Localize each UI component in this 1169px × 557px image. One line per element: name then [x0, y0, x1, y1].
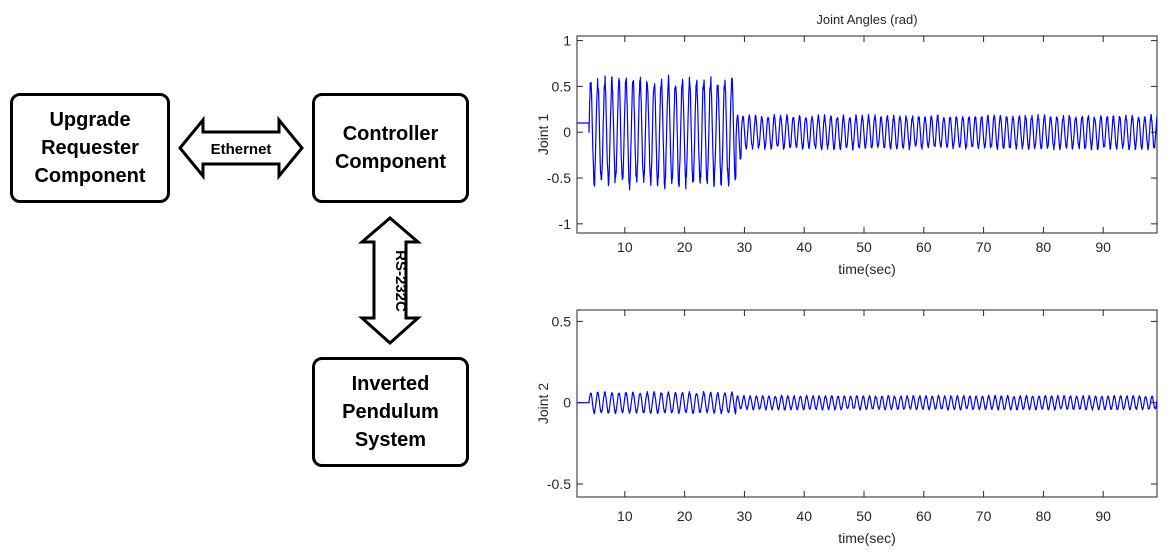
joint1-xtick-label: 40	[796, 239, 812, 255]
joint1-xtick-label: 50	[856, 239, 872, 255]
joint1-ytick-label: 0	[563, 124, 571, 140]
controller-label: Controller Component	[334, 123, 447, 173]
joint1-xtick-label: 20	[677, 239, 693, 255]
joint2-xtick-label: 20	[677, 508, 693, 524]
upgrade-requester-label: Upgrade Requester Component	[34, 109, 146, 187]
joint1-ytick-label: -1	[559, 216, 572, 232]
joint1-chart: 10 20 30 40 50 60 70 80 90 1 0.5 0 -0.5 -1 time(sec) Jo…	[535, 12, 1158, 277]
upgrade-requester-node: Upgrade Requester Component	[10, 93, 170, 203]
joint2-xtick-label: 40	[796, 508, 812, 524]
joint1-xtick-label: 80	[1036, 239, 1052, 255]
joint2-xtick-label: 90	[1095, 508, 1111, 524]
joint2-xtick-label: 50	[856, 508, 872, 524]
joint1-series-line	[576, 74, 1158, 191]
joint2-xtick-label: 10	[617, 508, 633, 524]
pendulum-label: Inverted Pendulum System	[342, 373, 439, 451]
rs232c-double-arrow	[357, 216, 423, 346]
joint1-xtick-label: 60	[916, 239, 932, 255]
joint2-chart: 10 20 30 40 50 60 70 80 90 0.5 0 -0.5 time(sec) Joint…	[535, 309, 1158, 546]
joint2-xtick-label: 70	[976, 508, 992, 524]
joint2-xtick-label: 30	[737, 508, 753, 524]
joint1-xtick-label: 90	[1095, 239, 1111, 255]
pendulum-node: Inverted Pendulum System	[312, 357, 469, 467]
joint1-ylabel: Joint 1	[535, 114, 551, 155]
joint2-series-line	[576, 391, 1158, 415]
joint1-xtick-label: 10	[617, 239, 633, 255]
joint2-ytick-label: -0.5	[547, 476, 571, 492]
joint2-xtick-label: 60	[916, 508, 932, 524]
controller-node: Controller Component	[312, 93, 469, 203]
chart-title: Joint Angles (rad)	[816, 12, 917, 27]
rs232c-label: RS-232C	[392, 250, 409, 312]
joint1-xlabel: time(sec)	[838, 261, 896, 277]
joint2-ylabel: Joint 2	[535, 383, 551, 424]
joint1-xtick-label: 30	[737, 239, 753, 255]
ethernet-label: Ethernet	[211, 141, 272, 158]
joint1-ytick-label: 1	[563, 33, 571, 49]
joint2-ytick-label: 0.5	[552, 313, 572, 329]
ethernet-double-arrow	[178, 115, 304, 181]
joint2-ytick-label: 0	[563, 395, 571, 411]
joint2-xtick-label: 80	[1036, 508, 1052, 524]
joint2-plot-frame	[576, 309, 1158, 498]
joint1-ytick-label: -0.5	[547, 170, 571, 186]
joint2-xlabel: time(sec)	[838, 530, 896, 546]
joint1-xtick-label: 70	[976, 239, 992, 255]
joint1-ytick-label: 0.5	[552, 78, 572, 94]
